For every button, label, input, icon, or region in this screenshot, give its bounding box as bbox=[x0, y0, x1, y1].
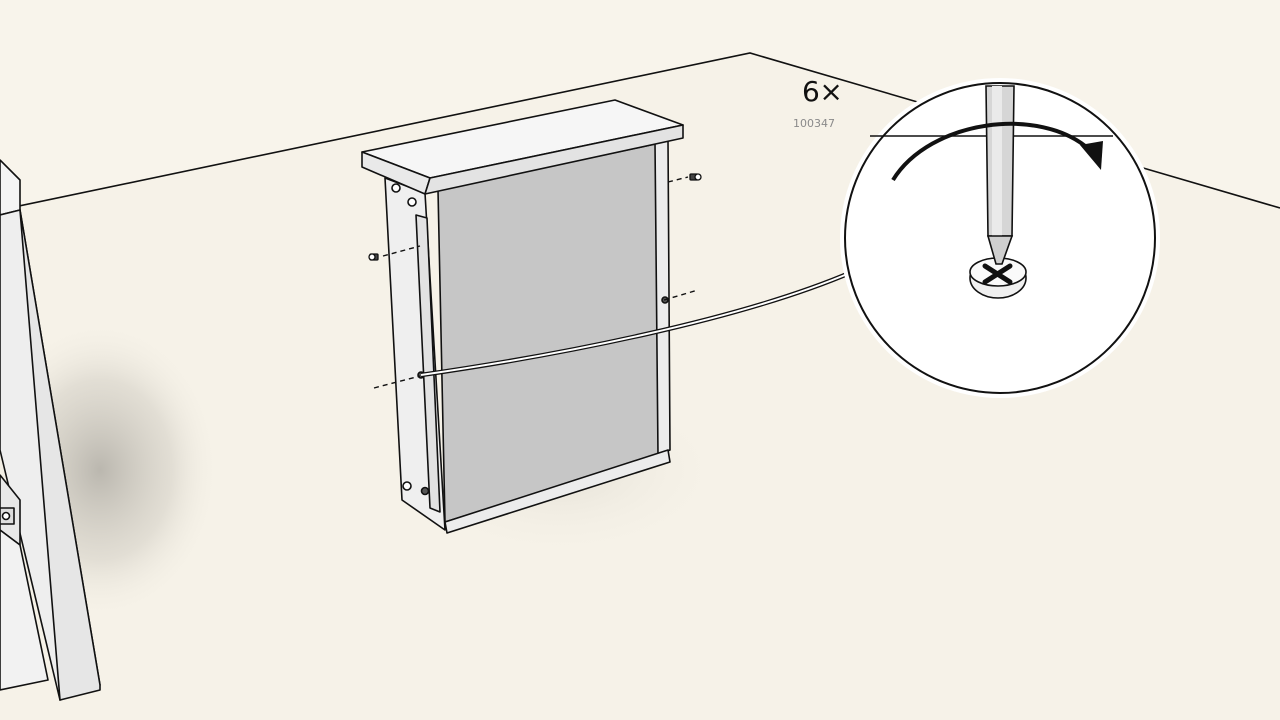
part-number: 100347 bbox=[793, 117, 835, 130]
rotate-clockwise-arrow-icon bbox=[891, 121, 1103, 182]
quantity-label: 6× bbox=[802, 75, 843, 108]
screw-icon bbox=[368, 173, 702, 261]
cabinet-frame bbox=[361, 99, 684, 534]
screw-guides bbox=[373, 176, 699, 389]
detail-magnifier bbox=[840, 78, 1160, 398]
screwdriver-icon bbox=[985, 85, 1015, 265]
left-cabinet bbox=[0, 159, 101, 701]
